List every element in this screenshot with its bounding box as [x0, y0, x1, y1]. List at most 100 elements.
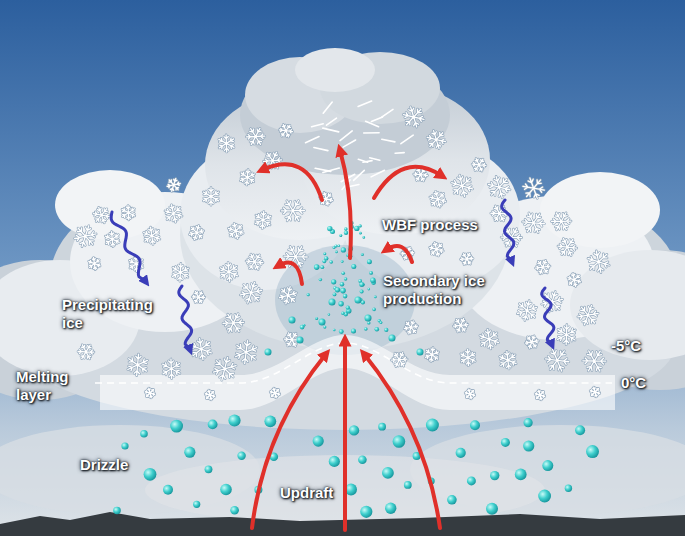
droplet — [417, 349, 424, 356]
snowflake-arms — [165, 176, 183, 194]
snowflake-shade — [71, 222, 100, 251]
snowflake-arms — [144, 388, 156, 399]
snowflake-arms — [269, 388, 281, 399]
ice-needle — [382, 109, 393, 117]
snowflake — [244, 124, 267, 148]
snowflake-shade — [78, 345, 94, 359]
snowflake-shade — [534, 390, 546, 401]
snowflake-shade — [458, 348, 479, 368]
snowflake-arms — [583, 351, 606, 371]
snowflake-arms — [459, 251, 475, 267]
snowflake — [521, 177, 546, 199]
precipitation-arrow — [502, 200, 514, 262]
snowflake-arms — [589, 387, 601, 398]
snowflake-arms — [237, 278, 266, 307]
snowflake — [217, 260, 241, 283]
snowflake — [425, 130, 447, 150]
droplet — [323, 326, 326, 329]
snowflake-shade — [428, 241, 445, 256]
droplet — [385, 503, 396, 514]
snowflake-arms — [188, 337, 215, 362]
snowflake — [522, 212, 545, 233]
snowflake — [169, 261, 192, 284]
snowflake — [523, 333, 540, 350]
snowflake-shade — [199, 185, 222, 207]
droplet — [378, 423, 386, 431]
snowflake — [534, 390, 546, 401]
snowflake-arms — [192, 291, 205, 302]
snowflake-arms — [163, 203, 185, 223]
ice-needle — [323, 102, 332, 113]
snowflake-arms — [231, 337, 262, 367]
droplet — [289, 317, 296, 324]
snowflake-shade — [278, 196, 307, 226]
droplet — [163, 485, 173, 495]
droplet — [341, 260, 344, 263]
snowflake-shade — [209, 353, 240, 384]
snowflake-arms — [237, 167, 257, 187]
snowflake — [187, 223, 206, 243]
snowflake — [533, 257, 552, 276]
snowflake-shade — [141, 225, 163, 246]
droplet — [315, 317, 318, 320]
snowflake — [557, 238, 577, 256]
snowflake-arms — [523, 333, 540, 350]
snowflake-arms — [71, 222, 100, 251]
snowflake-arms — [553, 322, 579, 347]
droplet — [354, 226, 359, 231]
snowflake-shade — [192, 291, 205, 302]
snowflake-shade — [544, 349, 570, 372]
snowflake-shade — [477, 328, 502, 351]
ice-needle — [349, 185, 359, 187]
droplet — [538, 490, 551, 503]
droplet — [140, 430, 148, 438]
droplet — [586, 445, 599, 458]
snowflake-shade — [521, 177, 546, 199]
snowflake-shade — [575, 301, 602, 328]
circulation-arrow — [278, 263, 302, 284]
snowflake-shade — [389, 349, 409, 370]
circulation-arrow — [386, 246, 412, 262]
snowflake-arms — [103, 230, 122, 248]
droplet — [470, 420, 480, 430]
droplet — [329, 456, 340, 467]
ice-needle — [366, 121, 379, 126]
snowflake-arms — [204, 390, 216, 401]
snowflake-arms — [472, 158, 487, 171]
snowflake — [165, 176, 183, 194]
ground-silhouette — [0, 512, 685, 536]
droplet — [228, 414, 240, 426]
snowflake-arms — [451, 316, 470, 335]
annotation-label: Drizzle — [80, 456, 128, 474]
snowflake — [252, 209, 275, 231]
droplet — [372, 308, 376, 312]
droplet — [379, 321, 382, 324]
snowflake — [220, 309, 246, 336]
snowflake-arms — [87, 256, 102, 270]
snowflake-arms — [514, 297, 541, 324]
droplet — [335, 287, 340, 292]
snowflake-arms — [78, 345, 94, 359]
snowflake-shade — [423, 345, 442, 364]
snowflake — [464, 389, 476, 400]
snowflake-arms — [217, 260, 241, 283]
droplet — [113, 507, 121, 515]
droplet — [300, 325, 305, 330]
snowflake — [87, 256, 102, 270]
droplet — [297, 337, 304, 344]
snowflake-arms — [566, 272, 582, 287]
cloud-puff — [295, 48, 375, 92]
droplet — [208, 420, 218, 430]
droplet — [370, 278, 375, 283]
ice-needle — [382, 139, 395, 142]
snowflake-shade — [589, 387, 601, 398]
snowflake-shade — [92, 207, 111, 224]
droplet — [523, 440, 534, 451]
droplet — [205, 465, 213, 473]
droplet — [121, 442, 128, 449]
snowflake-shade — [276, 284, 299, 307]
snowflake — [486, 175, 512, 199]
low-haze — [0, 425, 685, 525]
snowflake-shade — [522, 212, 545, 233]
snowflake — [144, 388, 156, 399]
